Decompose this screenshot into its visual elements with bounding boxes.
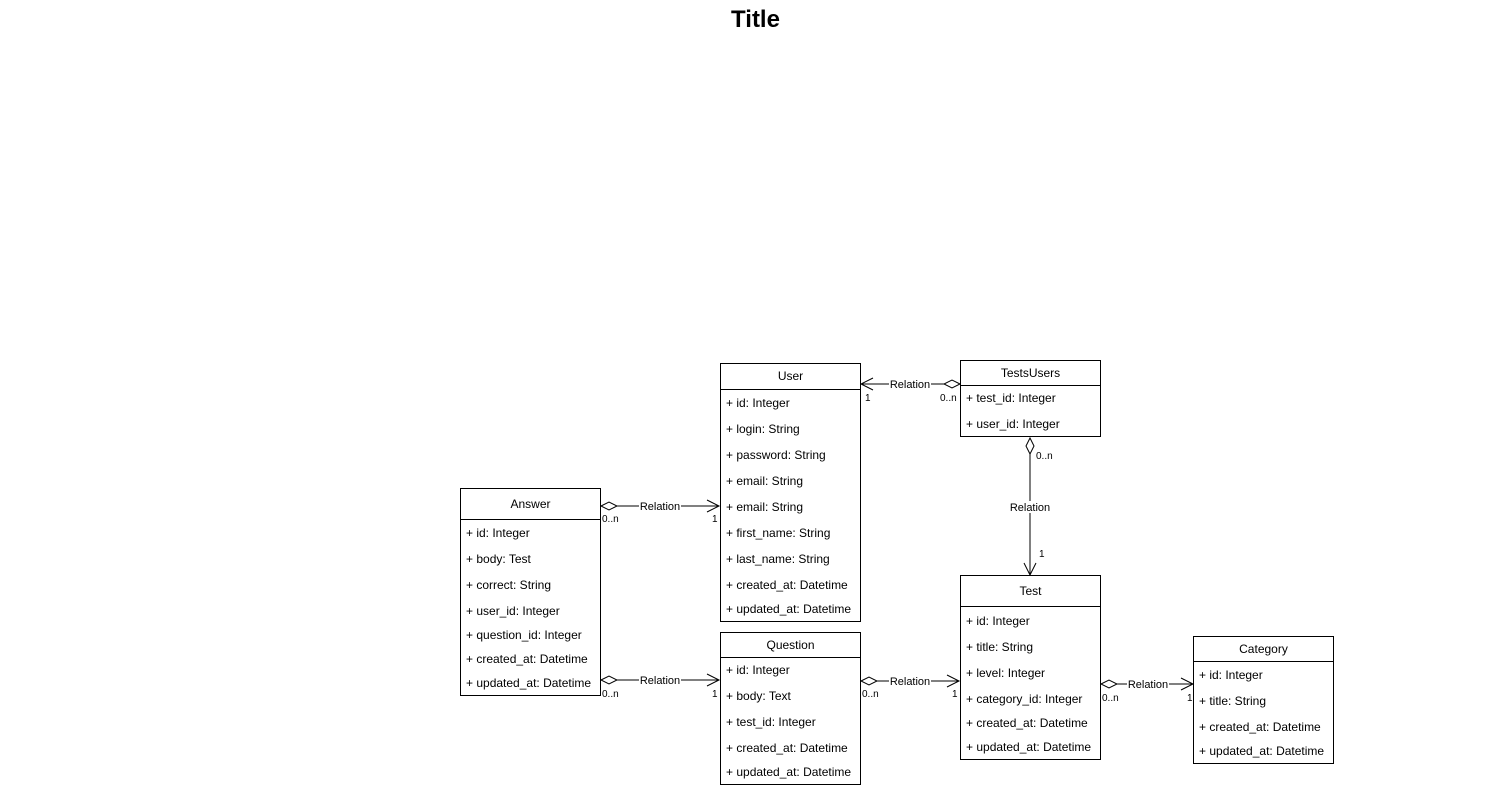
relation-test-category: Relation 0..n 1 [1099, 677, 1195, 704]
relation-label: Relation [1010, 502, 1050, 514]
relation-testsusers-user: Relation 0..n 1 [859, 377, 962, 404]
multiplicity-from: 0..n [862, 689, 879, 700]
class-header: TestsUsers [961, 361, 1100, 386]
class-attribute: + id: Integer [726, 396, 790, 410]
class-attribute: + created_at: Datetime [966, 716, 1088, 730]
class-header: Test [961, 576, 1100, 607]
class-header: User [721, 364, 860, 390]
relation-label: Relation [640, 501, 680, 513]
multiplicity-to: 1 [1187, 693, 1193, 704]
multiplicity-to: 1 [865, 393, 871, 404]
multiplicity-to: 1 [952, 689, 958, 700]
relation-testsusers-test: Relation 0..n 1 [1009, 436, 1053, 577]
multiplicity-from: 0..n [602, 514, 619, 525]
multiplicity-to: 1 [1039, 549, 1045, 560]
class-attribute: + created_at: Datetime [726, 578, 848, 592]
aggregation-diamond [1025, 436, 1035, 456]
class-attribute: + password: String [726, 448, 826, 462]
relation-label: Relation [890, 379, 930, 391]
class-attribute: + email: String [726, 500, 804, 514]
class-attribute: + updated_at: Datetime [726, 602, 852, 616]
class-attribute: + updated_at: Datetime [466, 676, 592, 690]
class-attribute: + test_id: Integer [966, 391, 1056, 405]
multiplicity-from: 0..n [940, 393, 957, 404]
class-attribute: + email: String [726, 474, 804, 488]
class-attribute: + title: String [1199, 694, 1267, 708]
class-attribute: + question_id: Integer [466, 628, 582, 642]
class-name: User [777, 369, 804, 383]
class-attribute: + title: String [966, 640, 1034, 654]
class-attribute: + body: Text [726, 689, 791, 703]
multiplicity-to: 1 [712, 689, 718, 700]
class-attribute: + body: Test [466, 552, 531, 566]
class-question[interactable]: Question + id: Integer + body: Text + te… [720, 632, 861, 785]
class-user[interactable]: User + id: Integer + login: String + pas… [720, 363, 861, 622]
class-attribute: + category_id: Integer [966, 692, 1083, 706]
class-name: Test [1019, 584, 1042, 598]
class-name: Question [766, 638, 815, 652]
class-attribute: + last_name: String [726, 552, 830, 566]
class-answer[interactable]: Answer + id: Integer + body: Test + corr… [460, 488, 601, 696]
arrow-head [946, 674, 961, 688]
multiplicity-from: 0..n [1102, 693, 1119, 704]
class-header: Category [1194, 637, 1333, 662]
class-testsusers[interactable]: TestsUsers + test_id: Integer + user_id:… [960, 360, 1101, 437]
class-attribute: + user_id: Integer [466, 604, 560, 618]
class-attribute: + created_at: Datetime [1199, 720, 1321, 734]
relation-question-test: Relation 0..n 1 [859, 674, 961, 700]
relation-answer-question: Relation 0..n 1 [599, 673, 721, 700]
class-test[interactable]: Test + id: Integer + title: String + lev… [960, 575, 1101, 760]
aggregation-diamond [1099, 679, 1119, 689]
class-name: TestsUsers [1000, 366, 1061, 380]
class-attribute: + updated_at: Datetime [1199, 744, 1325, 758]
class-attribute: + id: Integer [966, 614, 1030, 628]
class-attribute: + updated_at: Datetime [966, 740, 1092, 754]
class-name: Answer [510, 497, 551, 511]
class-attribute: + login: String [726, 422, 800, 436]
multiplicity-from: 0..n [602, 689, 619, 700]
multiplicity-to: 1 [712, 514, 718, 525]
class-attribute: + created_at: Datetime [466, 652, 588, 666]
class-attribute: + level: Integer [966, 666, 1046, 680]
class-attribute: + created_at: Datetime [726, 741, 848, 755]
relation-label: Relation [890, 676, 930, 688]
class-attribute: + test_id: Integer [726, 715, 816, 729]
arrow-head [859, 377, 874, 391]
relation-label: Relation [640, 675, 680, 687]
multiplicity-from: 0..n [1036, 451, 1053, 462]
class-attribute: + updated_at: Datetime [726, 765, 852, 779]
aggregation-diamond [599, 501, 619, 511]
class-name: Category [1239, 642, 1288, 656]
class-category[interactable]: Category + id: Integer + title: String +… [1193, 636, 1334, 764]
class-header: Answer [461, 489, 600, 520]
class-header: Question [721, 633, 860, 658]
class-attribute: + correct: String [466, 578, 552, 592]
class-attribute: + first_name: String [726, 526, 831, 540]
aggregation-diamond [599, 675, 619, 685]
class-attribute: + user_id: Integer [966, 417, 1060, 431]
class-attribute: + id: Integer [726, 663, 790, 677]
aggregation-diamond [859, 676, 879, 686]
relation-label: Relation [1128, 679, 1168, 691]
class-attribute: + id: Integer [1199, 668, 1263, 682]
arrow-head [706, 499, 721, 513]
relation-answer-user: Relation 0..n 1 [599, 499, 721, 525]
diagram-title: Title [731, 6, 780, 33]
aggregation-diamond [942, 379, 962, 389]
class-attribute: + id: Integer [466, 526, 530, 540]
arrow-head [706, 673, 721, 687]
